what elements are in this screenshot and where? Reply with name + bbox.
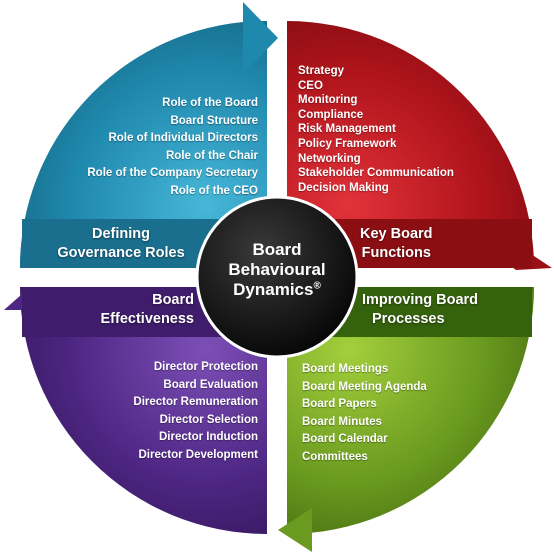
list-item: Board Evaluation bbox=[163, 378, 258, 391]
label-line: Board bbox=[152, 292, 194, 308]
list-item: Board Structure bbox=[170, 114, 258, 127]
blue-quadrant-body bbox=[20, 21, 267, 268]
list-item: Director Selection bbox=[159, 413, 258, 426]
list-item: Risk Management bbox=[298, 123, 396, 136]
list-item: Role of the Company Secretary bbox=[87, 167, 258, 179]
list-item: Director Remuneration bbox=[133, 396, 258, 408]
label-defining-governance-roles: Defining Governance Roles bbox=[46, 225, 196, 263]
list-item: Strategy bbox=[298, 65, 345, 77]
label-line: Effectiveness bbox=[100, 311, 195, 327]
label-line: Processes bbox=[372, 311, 445, 327]
center-title: Board Behavioural Dynamics® bbox=[202, 240, 352, 300]
list-item: Director Development bbox=[138, 448, 258, 461]
list-item: Director Induction bbox=[158, 431, 258, 443]
blue-arrowhead bbox=[243, 2, 278, 74]
list-item: Committees bbox=[302, 450, 368, 463]
list-item: Board Minutes bbox=[302, 415, 382, 428]
list-item: Networking bbox=[298, 152, 361, 165]
center-title-line: Dynamics® bbox=[202, 280, 352, 300]
label-board-effectiveness: Board Effectiveness bbox=[101, 291, 195, 329]
list-item: Stakeholder Communication bbox=[298, 167, 454, 180]
red-quadrant-body bbox=[287, 21, 534, 268]
list-item: Role of the Board bbox=[162, 97, 258, 109]
green-quadrant-body bbox=[287, 287, 534, 534]
label-line: Defining bbox=[92, 226, 150, 242]
label-improving-board-processes: Improving Board Processes bbox=[362, 291, 478, 329]
center-title-line: Behavioural bbox=[228, 260, 326, 279]
label-line: Key Board bbox=[360, 226, 433, 242]
label-line: Improving Board bbox=[362, 292, 479, 308]
label-key-board-functions: Key Board Functions bbox=[360, 225, 433, 263]
center-title-line: Board bbox=[252, 240, 302, 259]
list-item: Policy Framework bbox=[298, 137, 397, 150]
purple-quadrant-body bbox=[20, 287, 267, 534]
list-item: Monitoring bbox=[298, 94, 358, 107]
list-item: Role of Individual Directors bbox=[108, 132, 258, 144]
list-item: Role of the Chair bbox=[165, 149, 258, 162]
green-arrowhead bbox=[278, 508, 312, 552]
label-line: Functions bbox=[361, 245, 431, 261]
list-item: Board Meetings bbox=[302, 363, 389, 375]
center-title-word: Dynamics bbox=[233, 280, 314, 299]
registered-mark: ® bbox=[313, 280, 321, 292]
list-item: Compliance bbox=[298, 108, 364, 121]
list-item: Board Papers bbox=[302, 398, 377, 410]
quadrant-top-left bbox=[19, 2, 278, 268]
center-circle bbox=[195, 195, 359, 359]
list-item: Board Calendar bbox=[302, 433, 388, 445]
label-line: Governance Roles bbox=[57, 245, 185, 261]
list-item: Decision Making bbox=[298, 181, 389, 194]
list-item: Role of the CEO bbox=[170, 184, 258, 197]
list-item: CEO bbox=[298, 79, 323, 92]
list-item: Board Meeting Agenda bbox=[302, 380, 427, 393]
list-item: Director Protection bbox=[153, 361, 258, 373]
